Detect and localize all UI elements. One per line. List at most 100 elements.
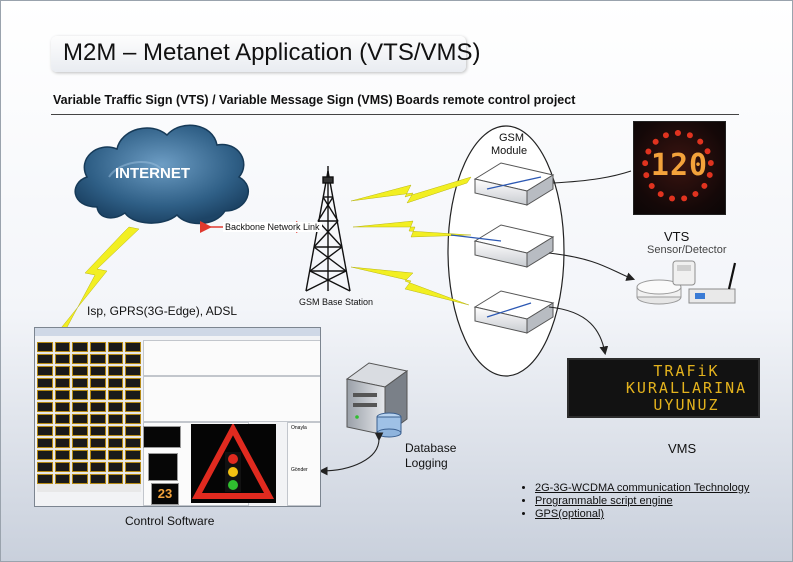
software-sign-cell[interactable]	[37, 450, 53, 460]
software-sign-cell[interactable]	[107, 378, 124, 388]
software-countdown-thumb: 23	[151, 483, 179, 505]
software-sign-cell[interactable]	[90, 342, 106, 352]
software-sign-cell[interactable]	[37, 474, 53, 484]
software-sign-cell[interactable]	[54, 342, 71, 352]
software-sign-cell[interactable]	[90, 450, 106, 460]
software-sign-cell[interactable]	[72, 378, 88, 388]
software-sign-cell[interactable]	[54, 414, 71, 424]
software-sign-cell[interactable]	[107, 366, 124, 376]
software-sign-cell[interactable]	[72, 414, 88, 424]
link-lightning-module-3	[350, 266, 470, 306]
software-sign-cell[interactable]	[37, 426, 53, 436]
traffic-light-warning-sign	[191, 422, 275, 499]
software-sign-cell[interactable]	[125, 426, 141, 436]
software-sign-cell[interactable]	[90, 402, 106, 412]
software-sign-cell[interactable]	[54, 438, 71, 448]
software-sign-cell[interactable]	[37, 438, 53, 448]
software-sign-cell[interactable]	[90, 462, 106, 472]
software-sign-cell[interactable]	[125, 462, 141, 472]
gsm-tower	[305, 166, 351, 292]
page-title: M2M – Metanet Application (VTS/VMS)	[63, 39, 481, 66]
software-sign-cell[interactable]	[125, 438, 141, 448]
software-sign-cell[interactable]	[54, 378, 71, 388]
gsm-module-label-line1: GSM	[499, 132, 525, 144]
software-sign-cell[interactable]	[90, 474, 106, 484]
software-sign-cell[interactable]	[54, 426, 71, 436]
software-sign-cell[interactable]	[72, 366, 88, 376]
software-sign-cell[interactable]	[72, 462, 88, 472]
software-sign-cell[interactable]	[37, 342, 53, 352]
software-sign-cell[interactable]	[54, 402, 71, 412]
gsm-module-label: GSM Module	[491, 132, 527, 158]
software-sign-cell[interactable]	[54, 474, 71, 484]
gsm-module-label-line2: Module	[491, 145, 528, 157]
feature-item-2: Programmable script engine	[535, 495, 749, 508]
link-lightning-module-1	[350, 176, 472, 204]
software-sign-cell[interactable]	[72, 438, 88, 448]
software-sign-cell[interactable]	[37, 462, 53, 472]
software-sign-cell[interactable]	[37, 378, 53, 388]
software-sign-cell[interactable]	[125, 402, 141, 412]
software-send-button[interactable]: Gönder	[291, 467, 308, 473]
software-sign-cell[interactable]	[72, 450, 88, 460]
software-sign-cell[interactable]	[107, 414, 124, 424]
software-sign-cell[interactable]	[72, 342, 88, 352]
software-sign-cell[interactable]	[107, 450, 124, 460]
software-sign-cell[interactable]	[37, 414, 53, 424]
software-sign-cell[interactable]	[125, 450, 141, 460]
software-sign-cell[interactable]	[107, 342, 124, 352]
software-sign-cell[interactable]	[107, 390, 124, 400]
software-sign-cell[interactable]	[125, 390, 141, 400]
software-sign-cell[interactable]	[125, 474, 141, 484]
software-sign-cell[interactable]	[107, 426, 124, 436]
software-sign-cell[interactable]	[90, 366, 106, 376]
database-label: Database Logging	[405, 441, 456, 471]
feature-list: 2G-3G-WCDMA communication Technology Pro…	[519, 482, 749, 521]
software-sign-cell[interactable]	[54, 354, 71, 364]
software-sign-cell[interactable]	[37, 354, 53, 364]
software-sign-cell[interactable]	[72, 402, 88, 412]
software-sign-cell[interactable]	[54, 462, 71, 472]
vms-line-2: KURALLARINA	[625, 379, 748, 397]
vts-label: VTS	[664, 229, 690, 244]
software-sign-cell[interactable]	[90, 426, 106, 436]
gsm-module-3	[473, 290, 555, 334]
software-sign-cell[interactable]	[72, 474, 88, 484]
software-sign-cell[interactable]	[37, 390, 53, 400]
software-sign-cell[interactable]	[107, 474, 124, 484]
software-sign-cell[interactable]	[107, 438, 124, 448]
software-sign-cell[interactable]	[54, 390, 71, 400]
software-large-preview	[191, 422, 276, 503]
software-sign-cell[interactable]	[72, 354, 88, 364]
software-sign-cell[interactable]	[125, 414, 141, 424]
software-confirm-button[interactable]: Onayla	[291, 425, 307, 431]
software-sign-cell[interactable]	[90, 378, 106, 388]
software-config-panel	[143, 376, 320, 422]
software-title-bar	[35, 328, 320, 336]
page-subtitle: Variable Traffic Sign (VTS) / Variable M…	[53, 93, 576, 107]
software-sign-cell[interactable]	[90, 354, 106, 364]
software-sign-cell[interactable]	[54, 450, 71, 460]
vms-board: TRAFiK KURALLARINA UYUNUZ	[567, 358, 760, 418]
software-sign-cell[interactable]	[125, 366, 141, 376]
software-sign-cell[interactable]	[37, 402, 53, 412]
software-thumb-1	[143, 426, 181, 448]
software-sign-cell[interactable]	[90, 438, 106, 448]
software-sign-cell[interactable]	[107, 402, 124, 412]
software-thumb-2	[148, 453, 178, 481]
software-sign-cell[interactable]	[125, 354, 141, 364]
software-sign-cell[interactable]	[90, 414, 106, 424]
software-sign-cell[interactable]	[72, 426, 88, 436]
software-sign-cell[interactable]	[37, 366, 53, 376]
software-sign-cell[interactable]	[107, 354, 124, 364]
software-sign-cell[interactable]	[107, 462, 124, 472]
connector-module-to-vms	[548, 306, 609, 356]
software-sign-cell[interactable]	[125, 378, 141, 388]
software-sign-cell[interactable]	[125, 342, 141, 352]
software-sign-cell[interactable]	[54, 366, 71, 376]
software-sign-cell[interactable]	[90, 390, 106, 400]
connector-module-to-sensor	[548, 252, 636, 281]
software-sign-cell[interactable]	[72, 390, 88, 400]
